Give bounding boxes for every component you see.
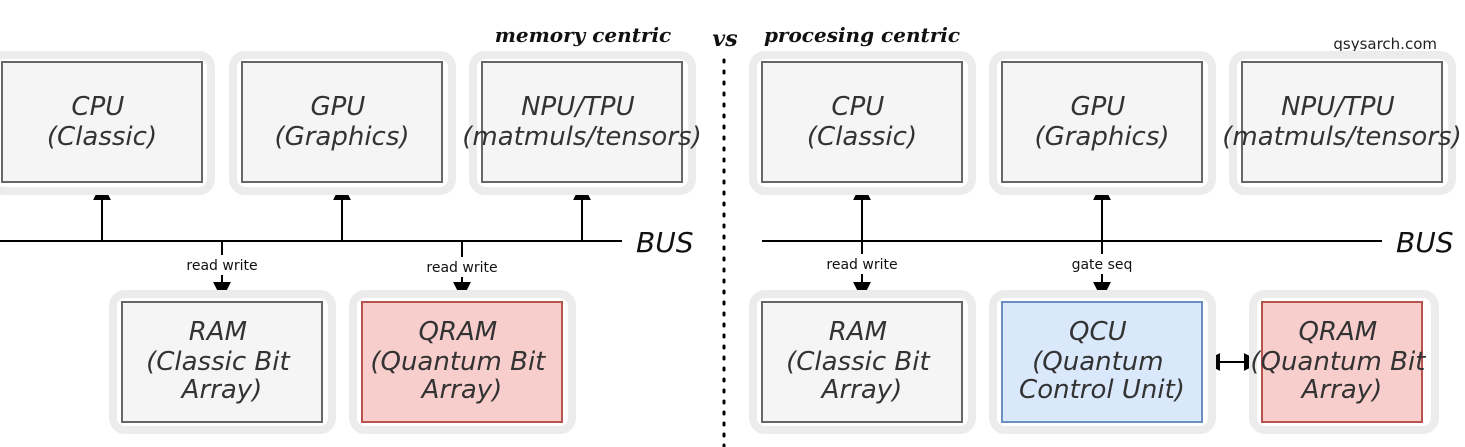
left-gpu-box: GPU (Graphics) xyxy=(229,51,456,195)
svg-text:NPU/TPU (matmuls/tensors: NPU/TPU (matmuls/tensors) xyxy=(1222,92,1461,152)
svg-text:CPU (Classic): CPU (Classic) xyxy=(47,92,157,152)
left-gpu-subtitle: (Graphics) xyxy=(274,122,409,152)
right-panel-heading: procesing centric xyxy=(764,23,960,47)
left-npu-title: NPU/TPU xyxy=(521,92,635,122)
left-bus-label: BUS xyxy=(636,226,693,259)
right-cpu-subtitle: (Classic) xyxy=(807,122,917,152)
left-ram-edge-label: read write xyxy=(186,258,257,274)
right-gpu-subtitle: (Graphics) xyxy=(1034,122,1169,152)
left-ram-subtitle: (Classic Bit xyxy=(146,347,290,377)
right-qram-subtitle-2: Array) xyxy=(1300,375,1383,405)
site-label: qsysarch.com xyxy=(1333,35,1437,53)
left-npu-box: NPU/TPU (matmuls/tensors) xyxy=(462,51,702,195)
left-qram-edge-label: read write xyxy=(426,260,497,276)
right-qcu-subtitle: (Quantum xyxy=(1032,347,1164,377)
right-bus-label: BUS xyxy=(1396,226,1453,259)
right-qcu-box: QCU (Quantum Control Unit) xyxy=(989,290,1216,434)
right-npu-box: NPU/TPU (matmuls/tensors) xyxy=(1222,51,1462,195)
left-qram-subtitle-2: Array) xyxy=(420,375,503,405)
right-cpu-box: CPU (Classic) xyxy=(749,51,976,195)
svg-text:QRAM (Quantum Bit: QRAM (Quantum Bit Array) xyxy=(370,317,553,405)
left-cpu-box: CPU (Classic) xyxy=(0,51,215,195)
right-ram-edge-label: read write xyxy=(826,257,897,273)
vs-label: vs xyxy=(712,26,737,52)
right-npu-title: NPU/TPU xyxy=(1281,92,1395,122)
svg-text:GPU (Graphics): GPU (Graphics) xyxy=(1034,92,1169,152)
left-ram-subtitle-2: Array) xyxy=(180,375,263,405)
svg-text:RAM (Classic Bit A: RAM (Classic Bit Array) xyxy=(786,317,938,405)
svg-text:CPU (Classic): CPU (Classic) xyxy=(807,92,917,152)
left-cpu-subtitle: (Classic) xyxy=(47,122,157,152)
svg-text:QRAM (Quantum Bit: QRAM (Quantum Bit Array) xyxy=(1250,317,1433,405)
right-qcu-subtitle-2: Control Unit) xyxy=(1019,375,1185,405)
right-qcu-edge-label: gate seq xyxy=(1072,257,1133,273)
left-ram-title: RAM xyxy=(189,317,247,347)
left-qram-title: QRAM xyxy=(418,317,497,347)
svg-text:RAM (Classic Bit A: RAM (Classic Bit Array) xyxy=(146,317,298,405)
right-gpu-box: GPU (Graphics) xyxy=(989,51,1216,195)
right-cpu-title: CPU xyxy=(831,92,884,122)
svg-text:GPU (Graphics): GPU (Graphics) xyxy=(274,92,409,152)
right-qram-subtitle: (Quantum Bit xyxy=(1250,347,1426,377)
right-qram-box: QRAM (Quantum Bit Array) xyxy=(1249,290,1439,434)
right-qram-title: QRAM xyxy=(1298,317,1377,347)
left-ram-box: RAM (Classic Bit Array) xyxy=(109,290,336,434)
svg-text:NPU/TPU (matmuls/tensors: NPU/TPU (matmuls/tensors) xyxy=(462,92,701,152)
left-gpu-title: GPU xyxy=(310,92,365,122)
right-ram-subtitle-2: Array) xyxy=(820,375,903,405)
right-ram-title: RAM xyxy=(829,317,887,347)
left-qram-subtitle: (Quantum Bit xyxy=(370,347,546,377)
right-gpu-title: GPU xyxy=(1070,92,1125,122)
right-ram-box: RAM (Classic Bit Array) xyxy=(749,290,976,434)
right-ram-subtitle: (Classic Bit xyxy=(786,347,930,377)
left-npu-subtitle: (matmuls/tensors) xyxy=(462,122,701,152)
svg-text:QCU (Quantum Contr: QCU (Quantum Control Unit) xyxy=(1019,317,1185,405)
left-cpu-title: CPU xyxy=(71,92,124,122)
right-qcu-title: QCU xyxy=(1069,317,1127,347)
left-qram-box: QRAM (Quantum Bit Array) xyxy=(349,290,576,434)
right-npu-subtitle: (matmuls/tensors) xyxy=(1222,122,1461,152)
left-panel-heading: memory centric xyxy=(495,23,672,47)
